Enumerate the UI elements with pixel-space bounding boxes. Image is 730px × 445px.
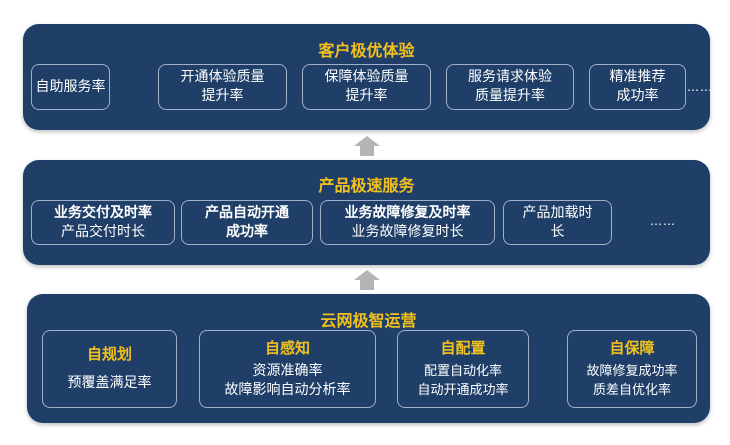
panel-title: 客户极优体验 <box>318 41 415 60</box>
capability-box: 自保障故障修复成功率质差自优化率 <box>567 330 697 408</box>
more-ellipsis: …… <box>650 214 676 228</box>
metric-box: 业务交付及时率产品交付时长 <box>31 200 175 245</box>
metric-box: 业务故障修复及时率业务故障修复时长 <box>320 200 495 245</box>
metric-line: 长 <box>550 223 565 240</box>
metric-line: 提升率 <box>345 88 388 104</box>
metric-box: 产品自动开通成功率 <box>181 200 313 245</box>
capability-box: 自规划预覆盖满足率 <box>42 330 177 408</box>
metric-line: 质量提升率 <box>475 88 545 104</box>
panel-title: 产品极速服务 <box>318 176 415 195</box>
metric-line: 开通体验质量 <box>180 69 265 85</box>
capability-heading: 自配置 <box>440 338 486 357</box>
metric-box: 精准推荐成功率 <box>589 64 686 110</box>
product-service-panel: 产品极速服务 业务交付及时率产品交付时长 产品自动开通成功率 业务故障修复及时率… <box>23 160 710 265</box>
metric-box: 开通体验质量提升率 <box>158 64 287 110</box>
metric-line: 业务故障修复时长 <box>351 223 464 240</box>
metric-line: 服务请求体验 <box>468 69 552 85</box>
capability-heading: 自感知 <box>264 338 310 357</box>
metric-line: 业务故障修复及时率 <box>344 204 471 221</box>
metric-box: 自助服务率 <box>31 64 110 110</box>
metric-line: 预覆盖满足率 <box>67 375 152 391</box>
metric-line: 资源准确率 <box>252 362 323 379</box>
capability-heading: 自保障 <box>609 338 655 357</box>
metric-line: 成功率 <box>226 223 268 240</box>
more-ellipsis: …… <box>687 80 713 94</box>
metric-line: 产品自动开通 <box>205 204 289 221</box>
metric-box: 保障体验质量提升率 <box>302 64 431 110</box>
metric-line: 产品交付时长 <box>61 223 145 240</box>
panel-title: 云网极智运营 <box>320 311 417 330</box>
metric-line: 精准推荐 <box>609 69 666 85</box>
customer-experience-panel: 客户极优体验 自助服务率 开通体验质量提升率 保障体验质量提升率 服务请求体验质… <box>23 24 713 130</box>
metric-line: 自助服务率 <box>35 78 106 95</box>
metric-line: 故障影响自动分析率 <box>224 381 351 398</box>
metric-line: 成功率 <box>616 88 659 104</box>
capability-box: 自感知资源准确率故障影响自动分析率 <box>199 330 376 408</box>
metric-line: 提升率 <box>201 88 244 104</box>
metric-box: 产品加载时长 <box>503 200 612 245</box>
metric-line: 故障修复成功率 <box>586 363 678 379</box>
capability-box: 自配置配置自动化率自动开通成功率 <box>397 330 529 408</box>
metric-line: 质差自优化率 <box>592 382 671 398</box>
cloud-network-operation-panel: 云网极智运营 自规划预覆盖满足率 自感知资源准确率故障影响自动分析率 自配置配置… <box>27 294 710 423</box>
metric-line: 业务交付及时率 <box>54 204 152 221</box>
metric-line: 产品加载时 <box>522 204 593 221</box>
metric-line: 保障体验质量 <box>324 69 409 85</box>
capability-heading: 自规划 <box>86 345 132 363</box>
metric-line: 配置自动化率 <box>423 363 502 379</box>
metric-line: 自动开通成功率 <box>417 382 509 398</box>
metric-box: 服务请求体验质量提升率 <box>446 64 574 110</box>
